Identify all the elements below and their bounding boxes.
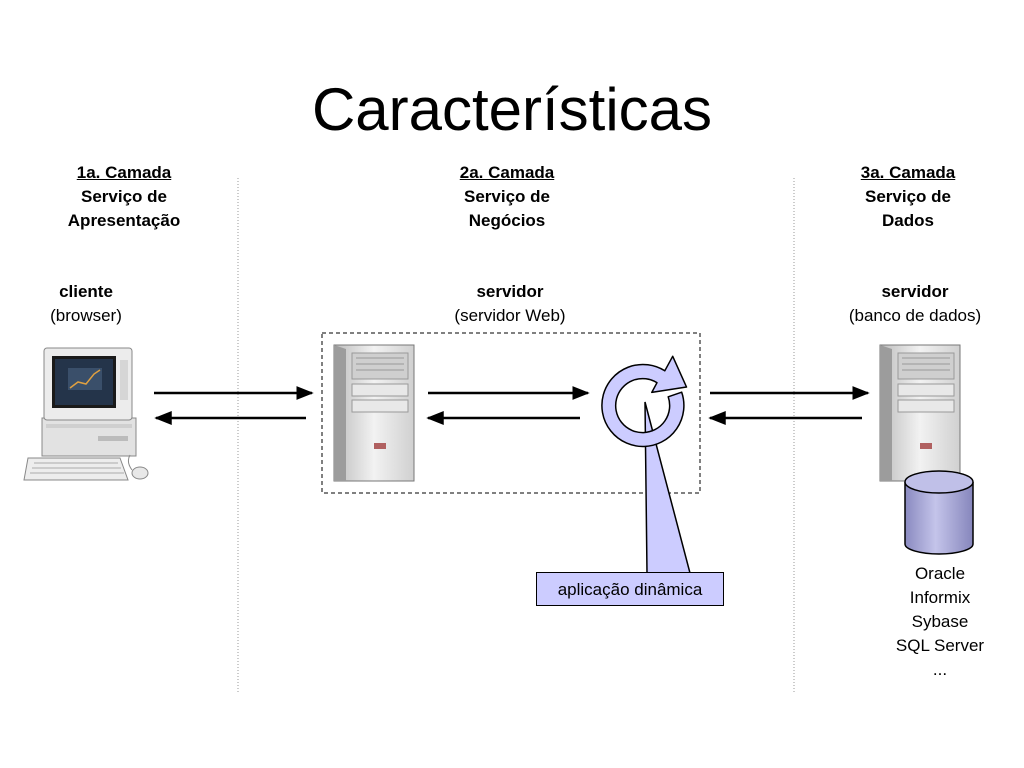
web-server-role-label: servidor (servidor Web) bbox=[380, 280, 640, 328]
web-server-role-detail: (servidor Web) bbox=[454, 306, 566, 325]
dynamic-app-callout: aplicação dinâmica bbox=[536, 572, 724, 606]
tier-2-heading: 2a. Camada Serviço de Negócios bbox=[397, 161, 617, 233]
slide-title: Características bbox=[311, 76, 713, 143]
tier-1-line2: Apresentação bbox=[67, 211, 181, 230]
database-server-icon bbox=[879, 344, 961, 482]
web-server-boundary bbox=[321, 332, 701, 494]
tier-3-title: 3a. Camada bbox=[860, 163, 956, 182]
database-item: SQL Server bbox=[895, 636, 985, 655]
database-list: Oracle Informix Sybase SQL Server ... bbox=[870, 562, 1010, 682]
db-server-role-detail: (banco de dados) bbox=[848, 306, 982, 325]
client-role-label: cliente (browser) bbox=[0, 280, 216, 328]
tier-2-line2: Negócios bbox=[468, 211, 546, 230]
db-server-role-label: servidor (banco de dados) bbox=[785, 280, 1024, 328]
database-cylinder-icon bbox=[904, 470, 974, 555]
database-item: Sybase bbox=[911, 612, 969, 631]
db-server-role-name: servidor bbox=[881, 282, 949, 301]
tier-2-title: 2a. Camada bbox=[459, 163, 555, 182]
tier-2-line1: Serviço de bbox=[464, 187, 550, 206]
web-server-role-name: servidor bbox=[476, 282, 544, 301]
tier-3-heading: 3a. Camada Serviço de Dados bbox=[798, 161, 1018, 233]
process-cycle-icon bbox=[601, 355, 688, 448]
tier-1-line1: Serviço de bbox=[81, 187, 167, 206]
database-item: ... bbox=[932, 660, 948, 679]
tier-3-line1: Serviço de bbox=[865, 187, 951, 206]
tier-3-line2: Dados bbox=[882, 211, 934, 230]
tier-1-heading: 1a. Camada Serviço de Apresentação bbox=[14, 161, 234, 233]
database-item: Oracle bbox=[914, 564, 966, 583]
client-role-name: cliente bbox=[59, 282, 113, 301]
database-item: Informix bbox=[909, 588, 971, 607]
client-computer-icon bbox=[23, 347, 149, 481]
web-server-icon bbox=[333, 344, 415, 482]
tier-1-title: 1a. Camada bbox=[76, 163, 172, 182]
client-role-detail: (browser) bbox=[50, 306, 122, 325]
